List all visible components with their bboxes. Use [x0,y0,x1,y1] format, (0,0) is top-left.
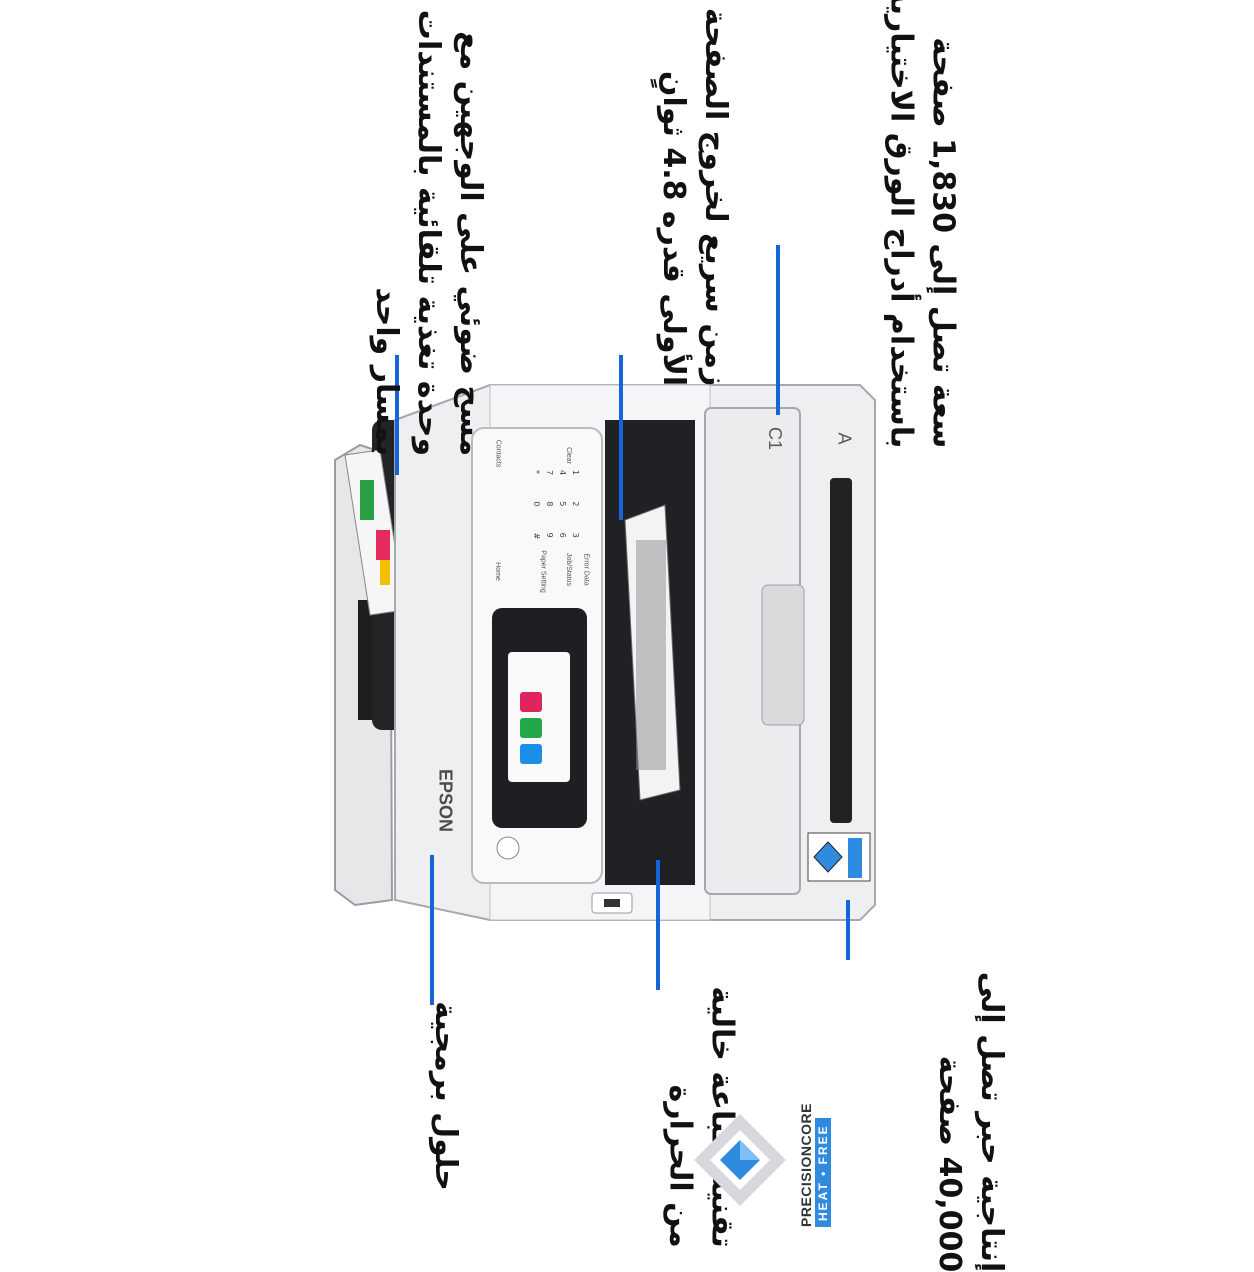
callout-scan-line-1: مسح ضوئي على الوجهين مع [453,31,489,457]
panel-clear-label[interactable]: Clear [564,447,572,464]
keypad-key[interactable]: 6 [558,532,567,538]
callout-first-page-line-2: الأولى قدره 4.8 ثوانٍ [656,70,692,387]
keypad-key[interactable]: 8 [545,501,554,507]
callout-ink-yield: إنتاجية حبر تصل إلى 40,000 صفحة [928,972,1012,1272]
tray-label-a: A [834,432,855,445]
callout-ink-yield-line-2: 40,000 صفحة [932,1055,968,1272]
callout-scan-line-3: بمسار واحد [369,287,405,457]
keypad-key[interactable]: * [532,470,541,474]
callout-line-capacity [776,245,780,415]
callout-software-line-1: حلول برمجية [427,1001,463,1191]
keypad-key[interactable]: 0 [532,501,541,507]
callout-line-first-page [619,355,623,520]
precisioncore-diamond-icon [694,1114,786,1206]
callout-line-ink-yield [846,900,850,960]
keypad-key[interactable]: 3 [571,532,580,538]
keypad-key[interactable]: 1 [571,470,580,476]
precisioncore-line-2: HEAT • FREE [815,1118,831,1227]
callout-line-software [430,855,434,1005]
panel-contacts-label[interactable]: Contacts [494,439,502,468]
callout-ink-yield-line-1: إنتاجية حبر تصل إلى [974,971,1010,1272]
panel-home-label[interactable]: Home [493,562,501,581]
keypad-key[interactable]: # [532,532,541,540]
callout-first-page: زمن سريع لخروج الصفحة الأولى قدره 4.8 ثو… [652,8,736,386]
keypad-key[interactable]: 9 [545,532,554,538]
tray-label-c1: C1 [765,426,786,451]
brand-logo: EPSON [435,768,456,833]
callout-first-page-line-1: زمن سريع لخروج الصفحة [698,7,734,387]
keypad[interactable]: 1 2 3 4 5 6 7 8 9 * 0 # [510,470,580,560]
precisioncore-logo-text: PRECISIONCORE HEAT • FREE [798,1087,832,1227]
callout-line-heat-free [656,860,660,990]
keypad-key[interactable]: 4 [558,470,567,476]
callout-capacity-line-1: سعة تصل إلى 1,830 صفحة [925,37,961,449]
callout-capacity-line-2: باستخدام أدراج الورق الاختيارية [883,0,919,449]
callout-line-scan [395,355,399,475]
keypad-key[interactable]: 7 [545,470,554,476]
keypad-key[interactable]: 2 [571,501,580,507]
callout-scan: مسح ضوئي على الوجهين مع وحدة تغذية تلقائ… [365,10,491,456]
keypad-grid: 1 2 3 4 5 6 7 8 9 * 0 # [532,470,580,560]
callout-capacity: سعة تصل إلى 1,830 صفحة باستخدام أدراج ال… [879,0,963,448]
callout-scan-line-2: وحدة تغذية تلقائية بالمستندات [411,9,447,457]
panel-error-data-label[interactable]: Error Data [582,553,590,586]
precisioncore-line-1: PRECISIONCORE [798,1103,814,1227]
callout-software: حلول برمجية [424,1001,466,1191]
keypad-key[interactable]: 5 [558,501,567,507]
